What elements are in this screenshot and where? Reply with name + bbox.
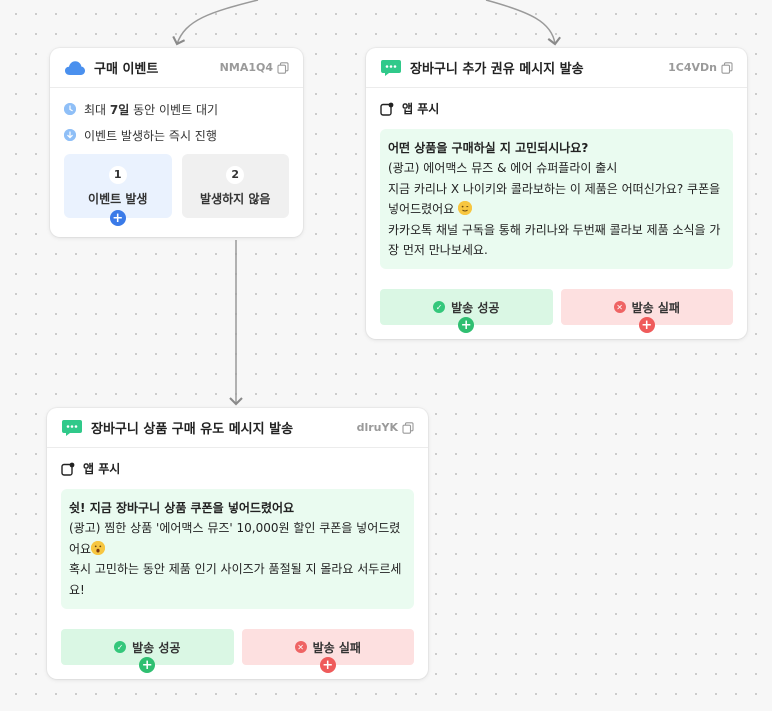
purchase-message-card-id[interactable]: dlruYK <box>357 421 414 434</box>
wait-condition: 최대 7일 동안 이벤트 대기 <box>64 99 289 119</box>
copy-icon[interactable] <box>721 61 733 74</box>
purchase-message-card-title: 장바구니 상품 구매 유도 메시지 발송 <box>91 422 294 437</box>
message-line: (광고) 에어맥스 뮤즈 & 에어 슈퍼플라이 출시 <box>388 161 618 176</box>
send-success-label: 발송 성공 <box>451 300 500 315</box>
purchase-message-card-id-text: dlruYK <box>356 421 398 434</box>
cart-message-card-header: 장바구니 추가 권유 메시지 발송 1C4VDn <box>366 48 747 88</box>
message-preview[interactable]: 쉿! 지금 장바구니 상품 쿠폰을 넣어드렸어요 (광고) 찜한 상품 '에어맥… <box>61 489 414 610</box>
proceed-condition: 이벤트 발생하는 즉시 진행 <box>64 125 289 145</box>
wink-emoji-icon <box>458 201 473 216</box>
x-circle-icon: ✕ <box>294 641 307 654</box>
x-circle-icon: ✕ <box>613 301 626 314</box>
cloud-icon <box>65 60 85 75</box>
branch-number: 1 <box>108 165 127 184</box>
cart-message-card[interactable]: 장바구니 추가 권유 메시지 발송 1C4VDn 앱 푸시 어떤 상품을 구매하… <box>366 48 747 339</box>
channel-text: 앱 푸시 <box>402 102 440 116</box>
chat-bubble-icon <box>62 419 82 436</box>
purchase-message-card-header: 장바구니 상품 구매 유도 메시지 발송 dlruYK <box>47 408 428 448</box>
branch-label: 이벤트 발생 <box>88 191 148 206</box>
message-line: 카카오톡 채널 구독을 통해 카리나와 두번째 콜라보 제품 소식을 가장 먼저… <box>388 222 721 258</box>
cart-message-card-title: 장바구니 추가 권유 메시지 발송 <box>410 62 584 77</box>
send-success-branch[interactable]: ✓ 발송 성공 + <box>380 289 553 334</box>
chat-bubble-icon <box>381 59 401 76</box>
event-card-id-text: NMA1Q4 <box>219 61 273 74</box>
send-fail-label: 발송 실패 <box>631 300 680 315</box>
send-fail-branch[interactable]: ✕ 발송 실패 + <box>241 629 414 674</box>
event-card-id[interactable]: NMA1Q4 <box>220 61 289 74</box>
plus-circle-icon[interactable]: + <box>139 657 156 674</box>
copy-icon[interactable] <box>277 61 289 74</box>
send-fail-branch[interactable]: ✕ 발송 실패 + <box>560 289 733 334</box>
wait-prefix: 최대 <box>84 102 110 117</box>
wait-days: 7일 <box>109 102 130 117</box>
cart-message-card-id[interactable]: 1C4VDn <box>668 61 733 74</box>
clock-icon <box>64 103 76 115</box>
branch-event-occurred[interactable]: 1 이벤트 발생 + <box>64 154 172 226</box>
purchase-message-card[interactable]: 장바구니 상품 구매 유도 메시지 발송 dlruYK 앱 푸시 쉿! 지금 장… <box>47 408 428 679</box>
channel-label: 앱 푸시 <box>380 100 733 117</box>
message-line: 지금 카리나 X 나이키와 콜라보하는 이 제품은 어떠신가요? 쿠폰을 넣어드… <box>388 181 721 217</box>
connector-to-cart-msg <box>485 0 561 46</box>
channel-text: 앱 푸시 <box>83 462 121 476</box>
event-card[interactable]: 구매 이벤트 NMA1Q4 최대 7일 동안 이벤트 대기 이벤트 발생하는 즉… <box>50 48 303 237</box>
message-line-wrap: 지금 카리나 X 나이키와 콜라보하는 이 제품은 어떠신가요? 쿠폰을 넣어드… <box>388 179 725 220</box>
branch-not-occurred[interactable]: 2 발생하지 않음 <box>181 154 289 218</box>
branch-label: 발생하지 않음 <box>200 191 271 206</box>
send-success-branch[interactable]: ✓ 발송 성공 + <box>61 629 234 674</box>
arrow-down-circle-icon <box>64 129 76 141</box>
plus-circle-icon[interactable]: + <box>458 317 475 334</box>
proceed-text: 이벤트 발생하는 즉시 진행 <box>84 128 217 143</box>
plus-circle-icon[interactable]: + <box>109 210 126 226</box>
app-push-icon <box>61 462 75 476</box>
connector-to-event <box>172 0 259 46</box>
message-title: 어떤 상품을 구매하실 지 고민되시나요? <box>388 141 589 155</box>
message-line-wrap: (광고) 찜한 상품 '에어맥스 뮤즈' 10,000원 할인 쿠폰을 넣어드렸… <box>69 518 406 559</box>
send-fail-label: 발송 실패 <box>312 640 361 655</box>
event-card-header: 구매 이벤트 NMA1Q4 <box>50 48 303 88</box>
message-line: (광고) 찜한 상품 '에어맥스 뮤즈' 10,000원 할인 쿠폰을 넣어드렸… <box>69 521 401 556</box>
channel-label: 앱 푸시 <box>61 460 414 477</box>
plus-circle-icon[interactable]: + <box>319 657 336 674</box>
send-success-label: 발송 성공 <box>132 640 181 655</box>
message-title: 쉿! 지금 장바구니 상품 쿠폰을 넣어드렸어요 <box>69 501 295 515</box>
message-line: 혹시 고민하는 동안 제품 인기 사이즈가 품절될 지 몰라요 서두르세요! <box>69 562 402 597</box>
branch-number: 2 <box>226 165 245 184</box>
check-circle-icon: ✓ <box>433 301 446 314</box>
message-preview[interactable]: 어떤 상품을 구매하실 지 고민되시나요? (광고) 에어맥스 뮤즈 & 에어 … <box>380 129 733 270</box>
plus-circle-icon[interactable]: + <box>638 317 655 334</box>
wait-suffix: 동안 이벤트 대기 <box>129 102 219 117</box>
copy-icon[interactable] <box>402 421 414 434</box>
check-circle-icon: ✓ <box>114 641 127 654</box>
event-card-title: 구매 이벤트 <box>94 62 159 77</box>
app-push-icon <box>380 102 394 116</box>
surprised-emoji-icon <box>91 540 106 555</box>
cart-message-card-id-text: 1C4VDn <box>668 61 717 74</box>
